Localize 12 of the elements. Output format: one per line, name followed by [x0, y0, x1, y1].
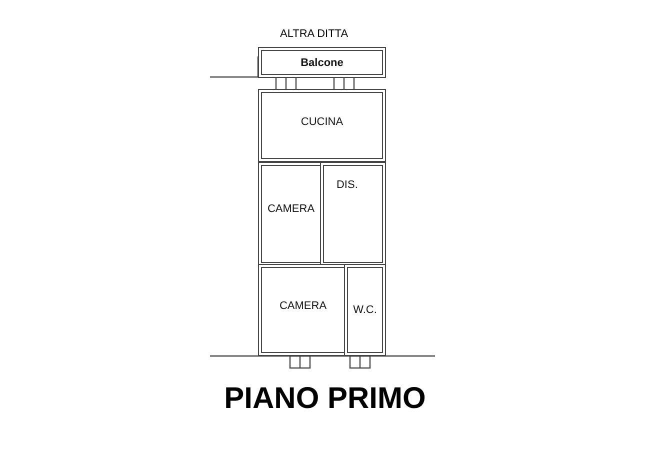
room-label: Balcone — [300, 56, 344, 68]
room-label: CAMERA — [279, 300, 327, 312]
hallway-room — [320, 162, 386, 266]
kitchen-room — [258, 89, 386, 162]
neighbor-label: ALTRA DITTA — [280, 28, 348, 40]
room-label: DIS. — [336, 179, 358, 192]
balcony-room — [258, 47, 386, 78]
room-label: CUCINA — [300, 116, 344, 128]
room-label: W.C. — [353, 304, 377, 316]
plan-title: PIANO PRIMO — [223, 382, 427, 416]
room-label: CAMERA — [267, 203, 315, 216]
bathroom — [344, 264, 386, 356]
